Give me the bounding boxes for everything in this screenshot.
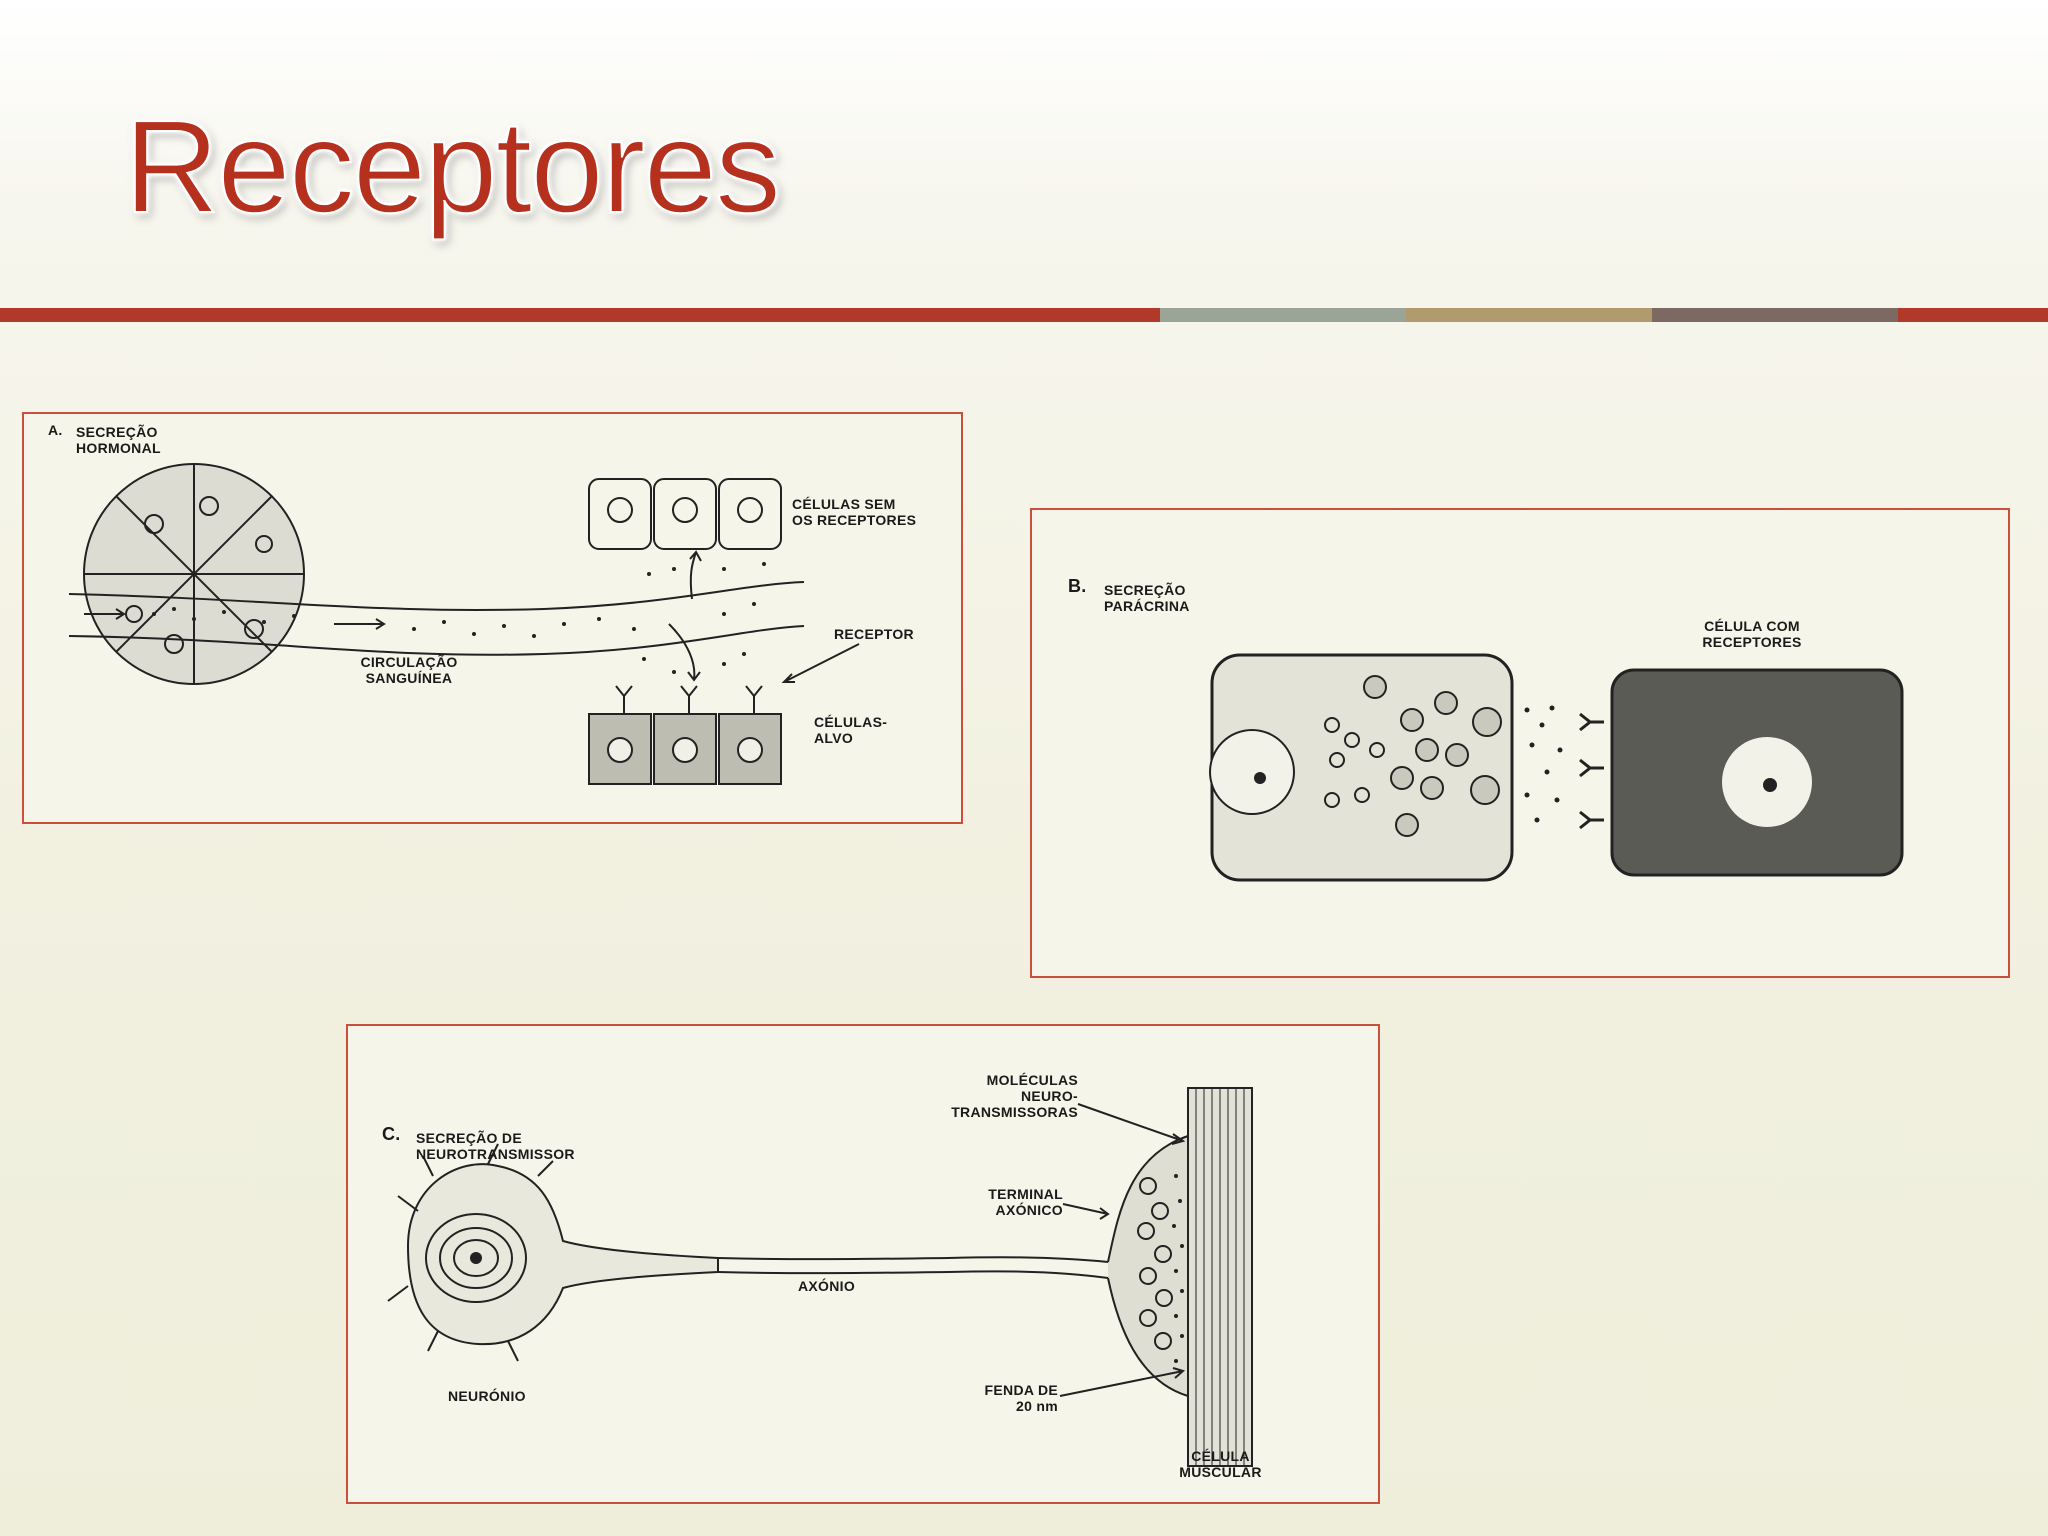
- label-muscle-cell-line2: MUSCULAR: [1179, 1464, 1262, 1480]
- panel-b-title-line1: SECREÇÃO: [1104, 582, 1186, 598]
- hormonal-secretion-diagram: [68, 463, 860, 785]
- label-axon-terminal-line1: TERMINAL: [988, 1186, 1063, 1202]
- label-neurotransmitter-molecules-line3: TRANSMISSORAS: [951, 1104, 1078, 1120]
- hormone-molecules: [152, 562, 766, 674]
- endocrine-gland: [83, 463, 305, 685]
- label-neuron: NEURÓNIO: [448, 1388, 526, 1404]
- panel-b-title-line2: PARÁCRINA: [1104, 598, 1190, 614]
- panel-c-title-line2: NEUROTRANSMISSOR: [416, 1146, 575, 1162]
- label-muscle-cell-line1: CÉLULA: [1191, 1448, 1250, 1464]
- label-blood-circulation-line2: SANGUÍNEA: [365, 670, 453, 686]
- label-neurotransmitter-molecules-line2: NEURO-: [1020, 1088, 1078, 1104]
- neuron-cell-body: [387, 1143, 719, 1362]
- label-blood-circulation-line1: CIRCULAÇÃO: [360, 654, 458, 670]
- secretory-vesicles: [1324, 675, 1502, 837]
- label-target-cells-line1: CÉLULAS-: [814, 714, 888, 730]
- target-cells: [588, 713, 782, 785]
- label-synaptic-cleft-line1: FENDA DE: [984, 1382, 1058, 1398]
- label-synaptic-cleft-line2: 20 nm: [1016, 1398, 1058, 1414]
- receptor-symbols: [615, 685, 763, 714]
- label-cells-without-receptors-line2: OS RECEPTORES: [792, 512, 917, 528]
- label-axon-terminal-line2: AXÓNICO: [995, 1202, 1063, 1218]
- muscle-cell: [1187, 1087, 1253, 1467]
- label-axon: AXÓNIO: [798, 1278, 856, 1294]
- paracrine-secretion-diagram: [1209, 653, 1904, 882]
- slide-title: Receptores: [123, 92, 782, 241]
- synaptic-vesicles: [1137, 1177, 1173, 1350]
- neurotransmitter-secretion-diagram: [387, 1087, 1253, 1467]
- label-neurotransmitter-molecules-line1: MOLÉCULAS: [986, 1072, 1078, 1088]
- accent-segment-red: [0, 308, 1160, 322]
- label-cells-without-receptors-line1: CÉLULAS SEM: [792, 496, 896, 512]
- axon: [717, 1256, 1109, 1263]
- neurotransmitter-molecules: [470, 1174, 1184, 1363]
- blood-vessel: [68, 581, 805, 612]
- label-cell-with-receptors-line2: RECEPTORES: [1702, 634, 1802, 650]
- accent-segment-sage: [1160, 308, 1406, 322]
- paracrine-molecules: [1524, 705, 1563, 823]
- accent-segment-tan: [1406, 308, 1652, 322]
- label-receptor: RECEPTOR: [834, 626, 914, 642]
- panel-c-title-line1: SECREÇÃO DE: [416, 1130, 522, 1146]
- accent-bar: [0, 308, 2048, 322]
- cells-without-receptors: [588, 478, 782, 550]
- panel-paracrine-secretion: B. SECREÇÃO PARÁCRINA CÉLULA COM RECEPTO…: [1030, 508, 2010, 978]
- receptor-symbols-b: [1579, 712, 1604, 830]
- panel-b-letter: B.: [1068, 576, 1087, 596]
- panel-neurotransmitter-secretion: C. SECREÇÃO DE NEUROTRANSMISSOR MOLÉCULA…: [346, 1024, 1380, 1504]
- panel-c-letter: C.: [382, 1124, 401, 1144]
- label-target-cells-line2: ALVO: [814, 730, 854, 746]
- accent-segment-red-end: [1898, 308, 2048, 322]
- panel-a-title-line2: HORMONAL: [76, 440, 161, 456]
- accent-segment-taupe: [1652, 308, 1898, 322]
- label-cell-with-receptors-line1: CÉLULA COM: [1704, 618, 1800, 634]
- panel-a-letter: A.: [48, 422, 63, 438]
- panel-hormonal-secretion: A. SECREÇÃO HORMONAL CÉLULAS SEM OS RECE…: [22, 412, 963, 824]
- panel-a-title-line1: SECREÇÃO: [76, 424, 158, 440]
